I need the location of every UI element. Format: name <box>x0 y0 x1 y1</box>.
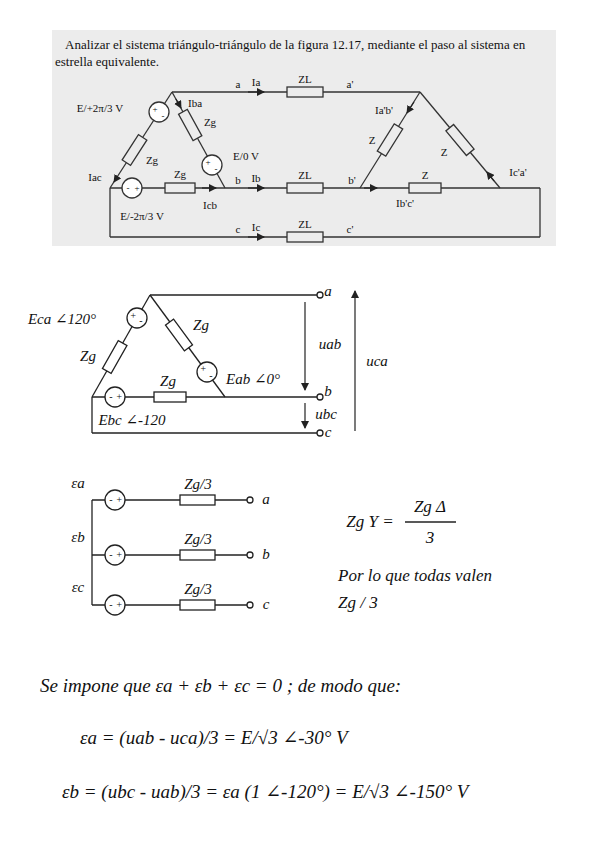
handwritten-label: εc <box>72 579 85 596</box>
handwritten-label: Se impone que εa + εb + εc = 0 ; de modo… <box>40 675 401 697</box>
handwritten-label: Eca ∠120° <box>28 311 96 328</box>
handwritten-label: c <box>263 596 270 613</box>
voltage-arrow <box>305 291 355 431</box>
handwritten-label: - <box>109 494 112 506</box>
handwritten-label: c <box>325 424 332 441</box>
circuit-label: b <box>235 174 241 187</box>
handwritten-label: a <box>262 491 270 508</box>
circuit-label: c' <box>347 223 354 236</box>
circuit-label: Icb <box>203 199 217 212</box>
circuit-label: Ib <box>251 172 260 185</box>
circuit-label: Iba <box>188 97 202 110</box>
handwritten-label: εa = (uab - uca)/3 = E/√3 ∠-30° V <box>80 727 348 749</box>
circuit-label: - <box>162 111 165 121</box>
handwritten-label: Zg/3 <box>184 531 212 548</box>
handwritten-label: b <box>262 546 270 563</box>
impedance-symbol <box>122 87 474 242</box>
circuit-label: Z <box>422 169 429 182</box>
circuit-label: b' <box>348 174 355 187</box>
fraction-bar <box>405 521 456 522</box>
handwritten-label: - <box>109 391 112 403</box>
circuit-label: + <box>134 183 139 193</box>
circuit-label: c <box>236 223 241 236</box>
circuit-label: E/-2π/3 V <box>120 210 164 223</box>
handwritten-label: Zg/3 <box>184 476 212 493</box>
circuit-label: Z <box>369 134 376 147</box>
handwritten-label: Zg/3 <box>184 581 212 598</box>
problem-statement: Analizar el sistema triángulo-triángulo … <box>55 36 555 70</box>
circuit-label: Ic <box>252 221 261 234</box>
handwritten-label: uab <box>319 336 342 353</box>
handwritten-label: Zg Y = <box>346 512 393 532</box>
circuit-label: a <box>236 78 241 91</box>
handwritten-label: ubc <box>315 406 337 423</box>
handwritten-label: - <box>109 549 112 561</box>
handwritten-label: + <box>116 391 123 403</box>
handwritten-label: Zg <box>80 348 96 365</box>
star-equivalent-sketch <box>92 500 247 605</box>
circuit-label: Ia <box>252 76 261 89</box>
circuit-label: Zg <box>204 116 216 129</box>
handwritten-label: + <box>200 363 207 375</box>
handwritten-label: uca <box>366 353 388 370</box>
circuit-label: ZL <box>298 73 311 86</box>
handwritten-label: + <box>116 494 123 506</box>
handwritten-label: + <box>116 549 123 561</box>
circuit-label: - <box>215 164 218 174</box>
circuit-label: Ib'c' <box>396 197 414 210</box>
circuit-label: Zg <box>146 154 158 167</box>
handwritten-label: Zg Δ <box>414 497 446 517</box>
handwritten-label: - <box>109 599 112 611</box>
handwritten-label: εa <box>71 475 84 492</box>
circuit-label: + <box>152 104 157 114</box>
scan-ground <box>52 30 556 246</box>
handwritten-label: - <box>139 315 142 327</box>
handwritten-label: + <box>116 599 123 611</box>
handwritten-label: Eab ∠0° <box>226 371 280 388</box>
handwritten-label: + <box>130 310 137 322</box>
circuit-label: ZL <box>298 218 311 231</box>
generator-delta-sketch <box>92 295 317 433</box>
circuit-label: E/0 V <box>233 150 259 163</box>
circuit-label: a' <box>347 78 354 91</box>
handwritten-label: Zg <box>160 373 176 390</box>
circuit-label: Zg <box>174 168 186 181</box>
handwritten-label: a <box>324 283 332 300</box>
handwritten-label: Ebc ∠-120 <box>98 412 165 429</box>
handwritten-label: - <box>209 370 212 382</box>
circuit-label: + <box>205 157 210 167</box>
circuit-label: ZL <box>298 169 311 182</box>
voltage-source-symbol <box>122 102 222 198</box>
handwritten-label: 3 <box>426 528 435 548</box>
circuit-label: Iac <box>88 171 101 184</box>
circuit-label: Ia'b' <box>375 104 393 117</box>
impedance-symbol <box>105 490 253 615</box>
circuit-label: E/+2π/3 V <box>77 102 123 115</box>
circuit-label: Z <box>441 146 448 159</box>
handwritten-label: b <box>324 383 332 400</box>
handwritten-label: εb = (ubc - uab)/3 = εa (1 ∠-120°) = E/√… <box>62 781 468 803</box>
current-arrow <box>114 92 494 237</box>
delta-delta-circuit <box>110 92 540 237</box>
handwritten-label: Zg <box>193 317 209 334</box>
handwritten-label: εb <box>71 529 84 546</box>
handwritten-label: Por lo que todas valen Zg / 3 <box>338 562 508 616</box>
circuit-label: Ic'a' <box>509 166 526 179</box>
circuit-label: - <box>127 183 130 193</box>
